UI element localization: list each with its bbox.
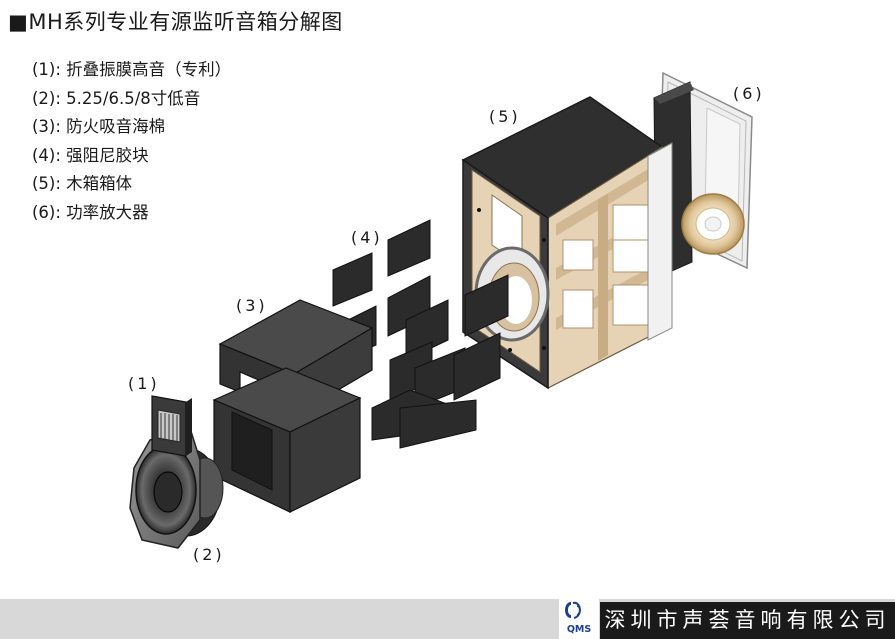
exploded-view-diagram bbox=[129, 71, 753, 549]
qms-logo-icon bbox=[559, 598, 599, 639]
legend-item-tweeter: (1): 折叠振膜高音（专利） bbox=[32, 60, 232, 79]
woofer bbox=[129, 427, 224, 549]
callout-cabinet: (5) bbox=[489, 107, 521, 126]
page-title: ■MH系列专业有源监听音箱分解图 bbox=[8, 10, 343, 34]
callout-damping: (4) bbox=[351, 228, 383, 247]
legend-item-foam: (3): 防火吸音海棉 bbox=[32, 117, 166, 136]
legend-item-woofer: (2): 5.25/6.5/8寸低音 bbox=[32, 88, 201, 108]
callout-amplifier: (6) bbox=[733, 84, 765, 103]
legend: (1): 折叠振膜高音（专利） (2): 5.25/6.5/8寸低音 (3): … bbox=[32, 56, 231, 227]
acoustic-foam bbox=[212, 299, 374, 513]
legend-item-amplifier: (6): 功率放大器 bbox=[32, 202, 149, 222]
callout-tweeter: (1) bbox=[128, 374, 160, 393]
legend-item-damping: (4): 强阻尼胶块 bbox=[32, 145, 149, 165]
callout-foam: (3) bbox=[236, 296, 268, 315]
tweeter bbox=[151, 395, 192, 457]
callout-woofer: (2) bbox=[193, 545, 225, 564]
logo-text: QMS bbox=[566, 624, 592, 635]
wooden-cabinet bbox=[461, 96, 673, 390]
legend-item-cabinet: (5): 木箱箱体 bbox=[32, 174, 133, 193]
company-name: 深圳市声荟音响有限公司 bbox=[600, 602, 895, 639]
amplifier-module bbox=[653, 71, 753, 279]
